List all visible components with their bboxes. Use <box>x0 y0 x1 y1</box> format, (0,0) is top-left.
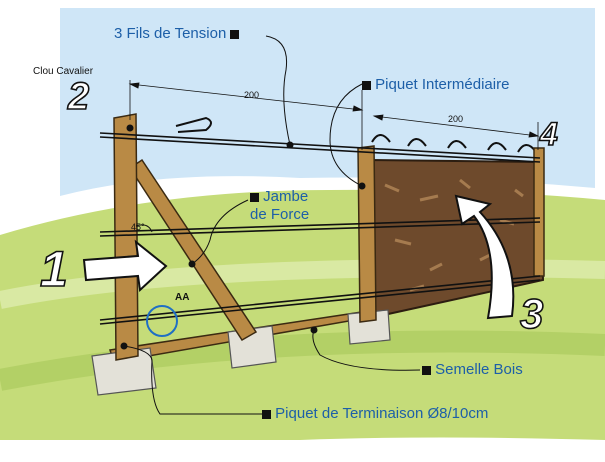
detail-circle <box>146 305 178 337</box>
label-marker-icon <box>262 409 271 419</box>
label-marker-icon <box>362 80 371 90</box>
intermediate-post-label: Piquet Intermédiaire <box>362 76 509 93</box>
step-number-4: 4 <box>539 115 558 153</box>
wire-hooks <box>371 134 537 153</box>
detail-label: AA <box>175 292 190 303</box>
angle-arc <box>135 224 153 233</box>
intermediate-post <box>357 145 377 323</box>
ground-stripe <box>0 330 605 391</box>
label-marker-icon <box>250 192 259 202</box>
end-post <box>113 113 139 361</box>
brace-label: Jambe de Force <box>250 188 310 223</box>
dimension-lines <box>128 80 540 150</box>
step1-arrow <box>82 239 168 293</box>
dimension-span-right: 200 <box>448 114 464 124</box>
rider-nail-hook <box>175 116 212 133</box>
sky-area <box>60 8 595 196</box>
wood-sole-label: Semelle Bois <box>422 361 523 378</box>
leader-lines <box>123 35 421 415</box>
leader-dots <box>120 124 366 350</box>
step-number-2: 2 <box>67 75 90 119</box>
label-marker-icon <box>230 29 240 39</box>
brace <box>128 158 258 342</box>
right-end-post <box>533 147 545 277</box>
end-post-label: Piquet de Terminaison Ø8/10cm <box>262 405 488 422</box>
step-number-3: 3 <box>519 289 544 338</box>
dimension-span-left: 200 <box>244 90 260 100</box>
tension-wires-label: 3 Fils de Tension <box>114 25 240 42</box>
step3-arrow <box>454 194 515 320</box>
step-number-1: 1 <box>39 240 68 298</box>
rider-nail-label: Clou Cavalier <box>33 66 94 77</box>
label-marker-icon <box>422 365 431 375</box>
angle-label: 45° <box>131 222 145 232</box>
